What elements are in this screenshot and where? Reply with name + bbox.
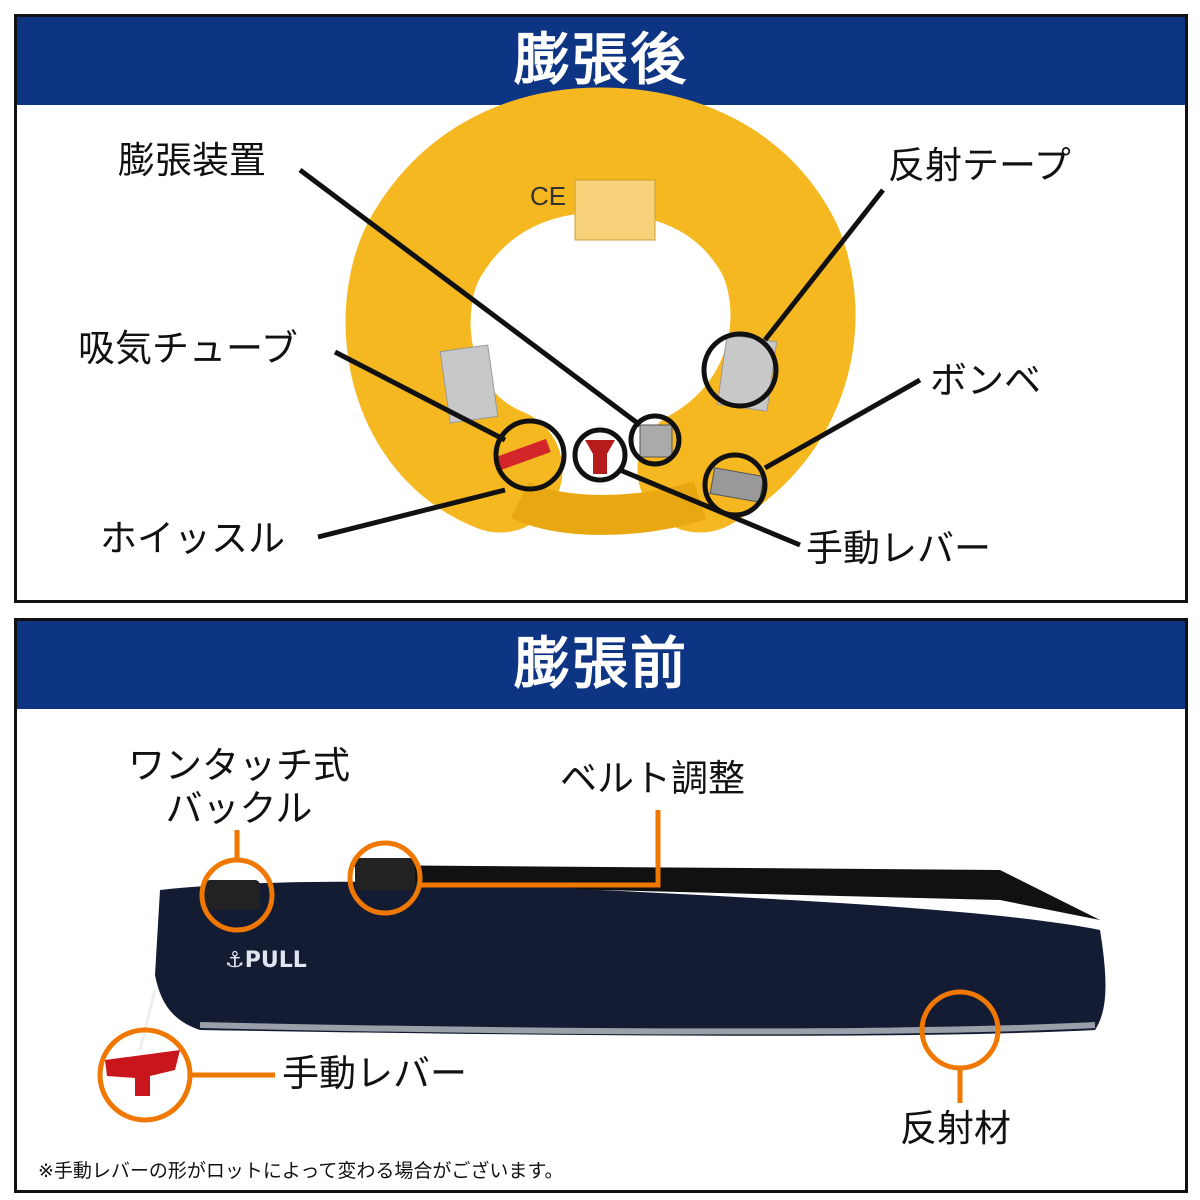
info-label (574, 179, 656, 241)
label-buckle: ワンタッチ式 バックル (128, 744, 350, 830)
label-manual-lever-inflated: 手動レバー (806, 527, 991, 570)
label-cylinder: ボンベ (930, 359, 1041, 402)
label-manual-lever-uninflated: 手動レバー (282, 1052, 467, 1095)
label-buckle-line2: バックル (165, 786, 313, 830)
buckle-icon (205, 880, 260, 910)
oral-tube-icon (494, 438, 551, 471)
footnote: ※手動レバーの形がロットによって変わる場合がございます。 (38, 1160, 564, 1182)
manual-lever-icon (105, 1050, 180, 1096)
label-reflective-tape: 反射テープ (888, 144, 1071, 187)
cylinder-icon (709, 467, 765, 503)
label-oral-tube: 吸気チューブ (78, 327, 298, 370)
label-buckle-line1: ワンタッチ式 (128, 744, 350, 787)
pull-brand-mark: ⚓PULL (225, 948, 307, 973)
uninflated-callouts (97, 810, 1001, 1123)
adjuster-icon (355, 858, 415, 890)
inflated-callouts (298, 168, 922, 548)
label-whistle: ホイッスル (100, 517, 285, 560)
uninflated-belt: ⚓PULL (105, 858, 1106, 1096)
label-inflator: 膨張装置 (118, 139, 266, 182)
ce-mark: CE (530, 181, 566, 211)
reflective-patch-left (439, 344, 499, 424)
red-lever-icon (585, 440, 615, 474)
inflated-vest: CE (345, 87, 856, 535)
label-belt-adjust: ベルト調整 (560, 757, 745, 800)
inflator-icon (639, 424, 673, 458)
label-reflective-material: 反射材 (900, 1107, 1011, 1150)
uninflated-header: 膨張前 (17, 621, 1185, 709)
